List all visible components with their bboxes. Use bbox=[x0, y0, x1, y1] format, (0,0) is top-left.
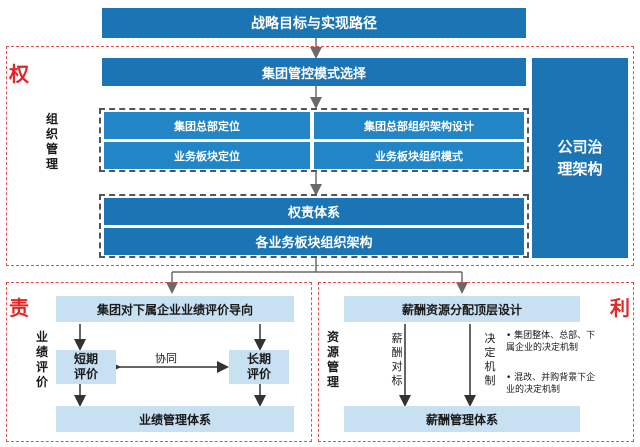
li-section-frame bbox=[318, 282, 634, 442]
performance-eval-label: 业绩评价 bbox=[35, 330, 48, 389]
bullet-icon: • bbox=[506, 373, 515, 383]
hq-structure-box: 集团总部组织架构设计 bbox=[314, 112, 524, 139]
performance-system-text: 业绩管理体系 bbox=[138, 412, 211, 427]
ze-section-frame bbox=[6, 282, 312, 442]
bullet-icon: • bbox=[506, 331, 515, 341]
note2-text: 混改、并购背景下企业的决定机制 bbox=[506, 373, 596, 395]
salary-design-box: 薪酬资源分配顶层设计 bbox=[344, 296, 580, 322]
hq-position-text: 集团总部定位 bbox=[174, 119, 240, 133]
note1-text: 集团整体、总部、下属企业的决定机制 bbox=[506, 331, 596, 353]
power-frame bbox=[99, 194, 529, 258]
li-label: 利 bbox=[610, 296, 630, 320]
cooperate-label: 协同 bbox=[155, 352, 177, 365]
power-system-box: 权责体系 bbox=[104, 198, 524, 225]
power-system-text: 权责体系 bbox=[287, 206, 340, 221]
governance-text: 公司治理架构 bbox=[557, 138, 603, 178]
salary-benchmark-label: 薪酬对标 bbox=[391, 332, 403, 387]
long-term-text: 长期评价 bbox=[246, 352, 271, 381]
decision-mech-label: 决定机制 bbox=[484, 332, 496, 387]
biz-org-box: 各业务板块组织架构 bbox=[104, 228, 524, 255]
salary-system-box: 薪酬管理体系 bbox=[344, 406, 580, 432]
short-term-text: 短期评价 bbox=[73, 352, 98, 381]
quan-section-frame bbox=[6, 46, 634, 266]
decision-note-1: • 集团整体、总部、下属企业的决定机制 bbox=[506, 330, 602, 354]
biz-structure-box: 业务板块组织模式 bbox=[314, 142, 524, 169]
biz-structure-text: 业务板块组织模式 bbox=[375, 149, 463, 163]
eval-guide-text: 集团对下属企业业绩评价导向 bbox=[96, 302, 253, 317]
performance-system-box: 业绩管理体系 bbox=[56, 406, 294, 432]
long-term-box: 长期评价 bbox=[229, 350, 289, 384]
biz-position-box: 业务板块定位 bbox=[104, 142, 310, 169]
strategy-title-box: 战略目标与实现路径 bbox=[102, 8, 526, 38]
short-term-box: 短期评价 bbox=[56, 350, 116, 384]
hq-structure-text: 集团总部组织架构设计 bbox=[364, 119, 474, 133]
strategy-title: 战略目标与实现路径 bbox=[251, 16, 377, 32]
biz-org-text: 各业务板块组织架构 bbox=[255, 236, 373, 251]
org-grid-frame bbox=[99, 108, 529, 172]
org-management-label: 组织管理 bbox=[45, 112, 58, 171]
salary-design-text: 薪酬资源分配顶层设计 bbox=[401, 302, 522, 317]
quan-label: 权 bbox=[9, 62, 29, 86]
resource-management-label: 资源管理 bbox=[326, 330, 339, 389]
hq-position-box: 集团总部定位 bbox=[104, 112, 310, 139]
biz-position-text: 业务板块定位 bbox=[174, 149, 240, 163]
group-mode-box: 集团管控模式选择 bbox=[102, 58, 526, 86]
ze-label: 责 bbox=[9, 296, 29, 320]
decision-note-2: • 混改、并购背景下企业的决定机制 bbox=[506, 372, 602, 396]
salary-system-text: 薪酬管理体系 bbox=[425, 412, 498, 427]
group-mode-text: 集团管控模式选择 bbox=[261, 66, 366, 82]
governance-box: 公司治理架构 bbox=[532, 58, 628, 258]
eval-guide-box: 集团对下属企业业绩评价导向 bbox=[56, 296, 294, 322]
